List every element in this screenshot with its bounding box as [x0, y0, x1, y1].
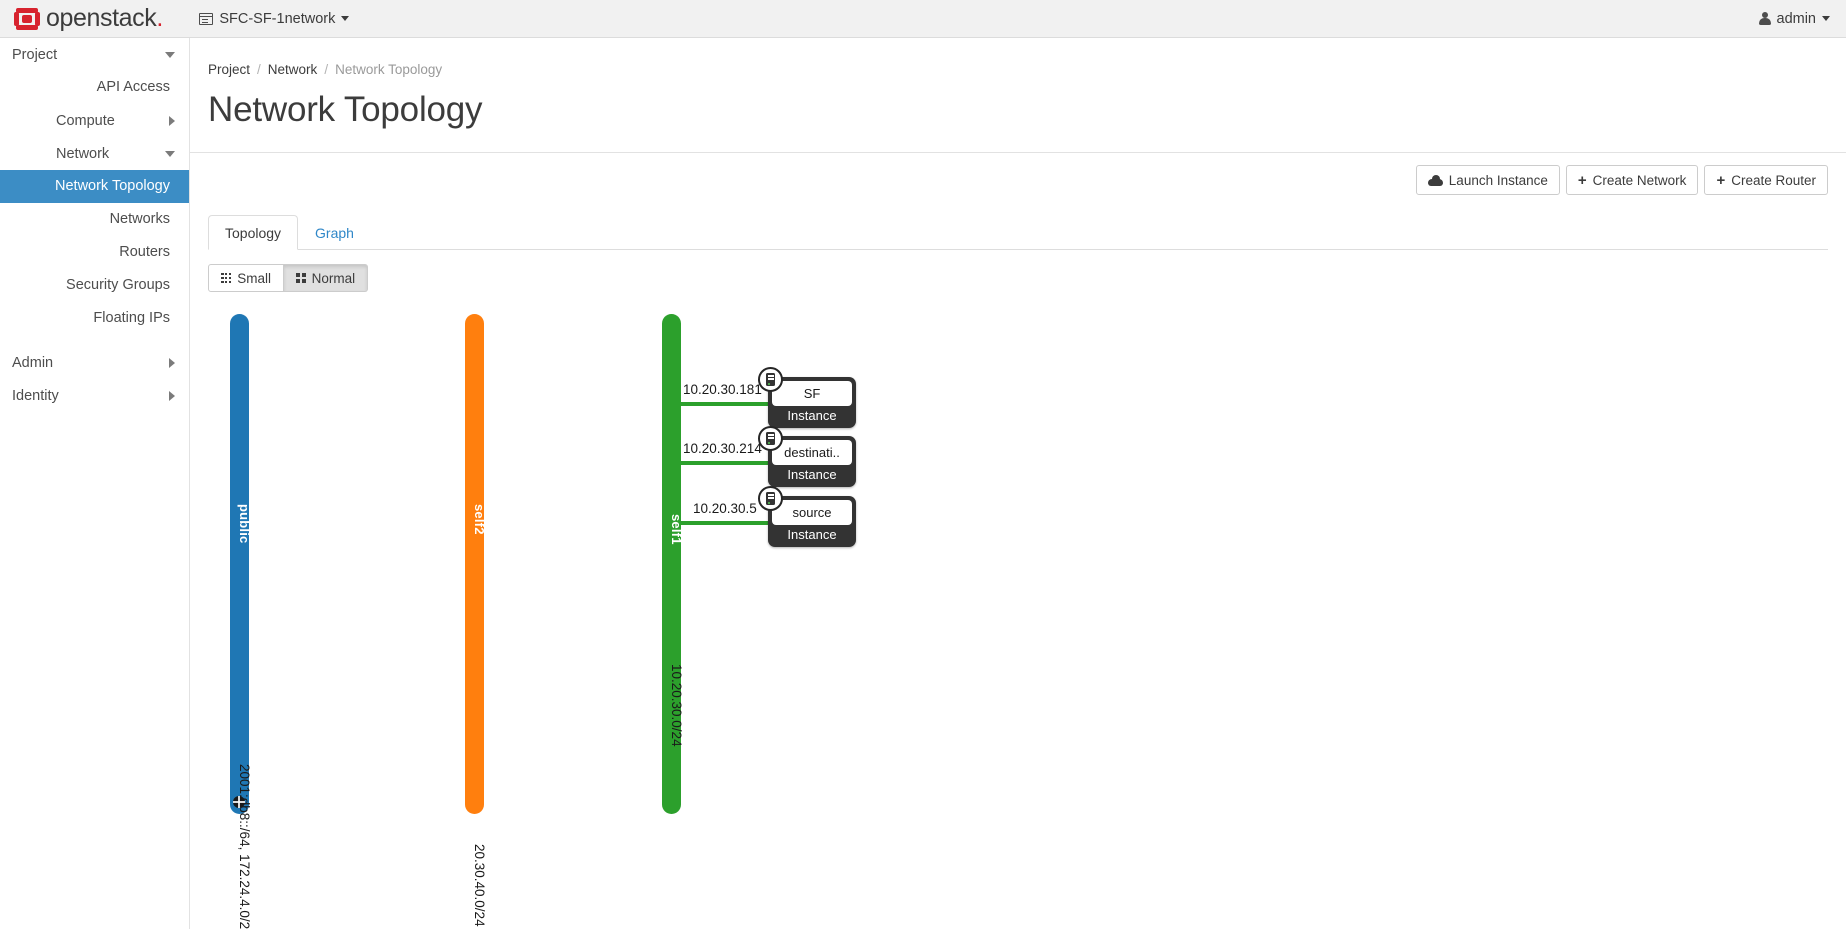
chevron-right-icon: [169, 390, 175, 401]
sidebar-group-network[interactable]: Network: [0, 137, 189, 170]
openstack-mark-icon: [14, 7, 40, 30]
tab-list: Topology Graph: [208, 215, 1828, 250]
network-cidr-self2: 20.30.40.0/24: [472, 844, 487, 927]
user-icon: [1758, 11, 1771, 26]
network-bar-self1[interactable]: [662, 314, 681, 814]
sidebar-item-floating-ips[interactable]: Floating IPs: [93, 310, 170, 326]
sidebar-group-network-label: Network: [56, 145, 110, 162]
size-toggle-small[interactable]: Small: [208, 264, 285, 292]
brand-dot: .: [156, 4, 164, 32]
brand-wordmark: openstack: [46, 4, 157, 32]
chevron-down-icon: [341, 16, 350, 21]
link-ip-source: 10.20.30.5: [693, 501, 757, 516]
window-icon: [199, 12, 214, 25]
sidebar-item-network-topology[interactable]: Network Topology: [0, 170, 189, 203]
network-bar-public[interactable]: [230, 314, 249, 814]
chevron-down-icon: [1822, 16, 1830, 21]
sidebar-item-api-access[interactable]: API Access: [96, 79, 170, 95]
breadcrumb-item-project[interactable]: Project: [208, 61, 251, 77]
sidebar-item-routers[interactable]: Routers: [119, 244, 170, 260]
size-toggle-group: Small Normal: [208, 264, 369, 292]
external-network-globe-icon: [233, 796, 245, 808]
breadcrumb-separator: /: [324, 61, 329, 77]
instance-node-sf[interactable]: SF Instance: [758, 367, 856, 428]
create-network-button[interactable]: + Create Network: [1565, 165, 1699, 195]
topology-canvas: public 2001:db8::/64, 172.24.4.0/24 self…: [190, 314, 1846, 929]
project-selector[interactable]: SFC-SF-1network: [199, 10, 350, 27]
chevron-down-icon: [165, 51, 175, 58]
server-icon: [758, 367, 783, 392]
sidebar-group-project[interactable]: Project: [0, 38, 189, 71]
launch-instance-label: Launch Instance: [1448, 172, 1548, 188]
network-cidr-self1: 10.20.30.0/24: [669, 664, 684, 747]
plus-icon: +: [1577, 171, 1587, 189]
instance-node-source[interactable]: source Instance: [758, 486, 856, 547]
link-ip-sf: 10.20.30.181: [683, 382, 762, 397]
plus-icon: +: [1716, 171, 1726, 189]
tabs-container: Topology Graph: [190, 195, 1846, 250]
top-navbar: openstack . SFC-SF-1network admin: [0, 0, 1846, 38]
network-label-self2: self2: [472, 504, 487, 535]
breadcrumb-item-network[interactable]: Network: [267, 61, 318, 77]
sidebar-group-compute[interactable]: Compute: [0, 104, 189, 137]
user-menu[interactable]: admin: [1758, 10, 1830, 27]
link-line-destination: [681, 461, 769, 465]
breadcrumb-separator: /: [257, 61, 261, 77]
grid-2x2-icon: [296, 273, 306, 283]
instance-name: SF: [772, 381, 852, 406]
instance-type: Instance: [787, 527, 837, 542]
page-title: Network Topology: [208, 90, 483, 129]
chevron-right-icon: [169, 357, 175, 368]
sidebar-group-identity[interactable]: Identity: [0, 379, 189, 412]
chevron-right-icon: [169, 115, 175, 126]
tab-topology[interactable]: Topology: [208, 215, 299, 250]
instance-node-destination[interactable]: destinati.. Instance: [758, 426, 856, 487]
instance-name: source: [772, 500, 852, 525]
size-toggle-normal-label: Normal: [311, 270, 356, 286]
top-action-buttons: Launch Instance + Create Network + Creat…: [190, 153, 1846, 195]
openstack-logo[interactable]: openstack .: [14, 0, 163, 38]
create-router-label: Create Router: [1731, 172, 1816, 188]
launch-instance-button[interactable]: Launch Instance: [1415, 165, 1560, 195]
network-cidr-public: 2001:db8::/64, 172.24.4.0/24: [237, 764, 252, 929]
sidebar-group-admin[interactable]: Admin: [0, 346, 189, 379]
size-toggle-small-label: Small: [237, 270, 272, 286]
instance-card: source Instance: [768, 496, 856, 547]
link-ip-destination: 10.20.30.214: [683, 441, 762, 456]
size-toggle-normal[interactable]: Normal: [284, 264, 369, 292]
link-line-sf: [681, 402, 769, 406]
server-icon: [758, 426, 783, 451]
sidebar: Project API Access Compute Network Netwo…: [0, 38, 190, 929]
main-content: Project / Network / Network Topology Net…: [190, 38, 1846, 929]
sidebar-group-identity-label: Identity: [12, 387, 59, 404]
instance-type: Instance: [787, 467, 837, 482]
instance-card: destinati.. Instance: [768, 436, 856, 487]
title-divider: [190, 152, 1846, 153]
sidebar-group-compute-label: Compute: [56, 112, 115, 129]
network-label-public: public: [237, 504, 252, 544]
breadcrumb: Project / Network / Network Topology: [190, 56, 1846, 82]
sidebar-group-project-label: Project: [12, 46, 58, 63]
project-selector-label: SFC-SF-1network: [219, 10, 336, 27]
network-label-self1: self1: [669, 514, 684, 545]
instance-type: Instance: [787, 408, 837, 423]
breadcrumb-item-current: Network Topology: [335, 61, 443, 77]
user-menu-label: admin: [1776, 10, 1817, 27]
tab-graph[interactable]: Graph: [315, 225, 354, 241]
sidebar-item-networks[interactable]: Networks: [109, 211, 170, 227]
server-icon: [758, 486, 783, 511]
create-router-button[interactable]: + Create Router: [1704, 165, 1828, 195]
instance-card: SF Instance: [768, 377, 856, 428]
sidebar-group-admin-label: Admin: [12, 354, 54, 371]
instance-name: destinati..: [772, 440, 852, 465]
network-bar-self2[interactable]: [465, 314, 484, 814]
grid-3x3-icon: [221, 272, 232, 284]
create-network-label: Create Network: [1592, 172, 1687, 188]
link-line-source: [681, 521, 769, 525]
cloud-upload-icon: [1427, 174, 1443, 186]
chevron-down-icon: [165, 150, 175, 157]
sidebar-item-security-groups[interactable]: Security Groups: [66, 277, 170, 293]
